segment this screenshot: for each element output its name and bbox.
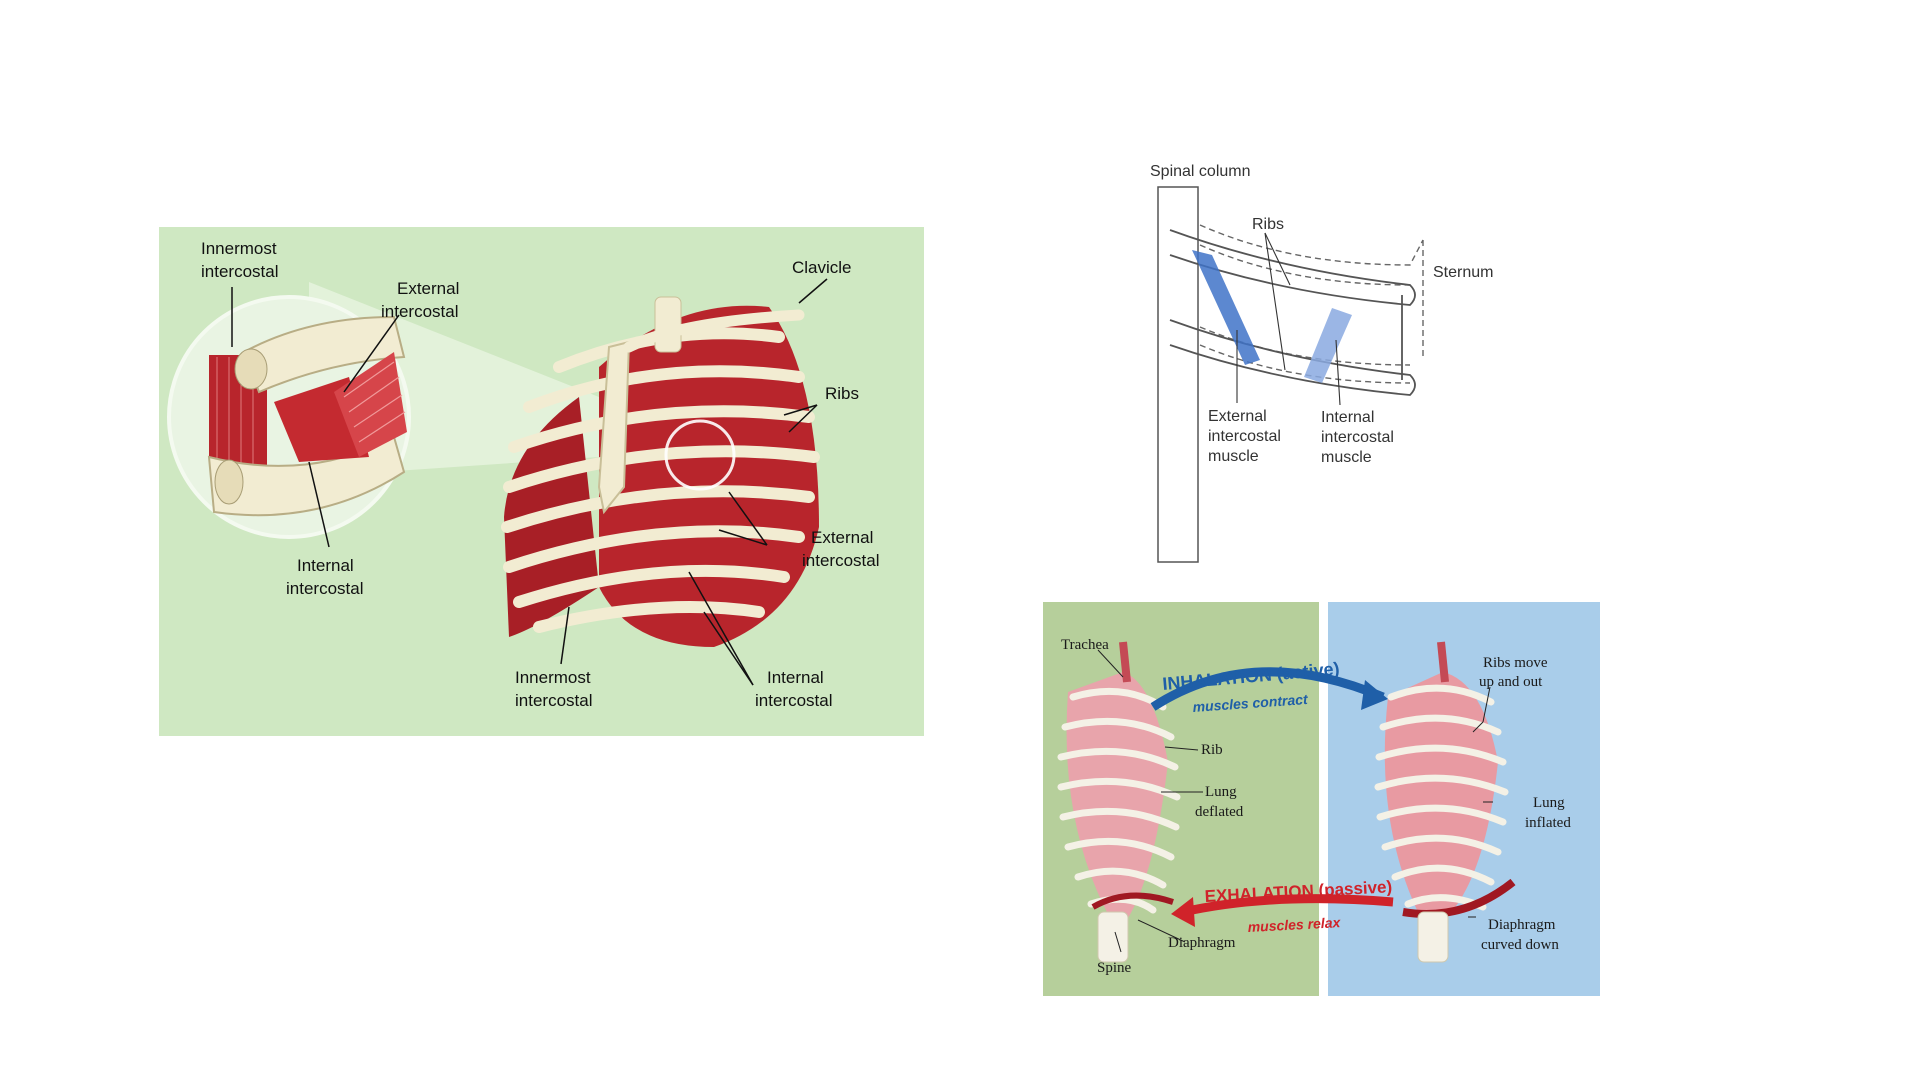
label-internal-right-1: Internal — [767, 668, 824, 687]
label-spine: Spine — [1097, 960, 1132, 976]
ribcage-illustration: Innermost intercostal External intercost… — [159, 227, 924, 736]
inhalation-arrow — [1150, 667, 1385, 711]
exhalation-arrowhead — [1171, 897, 1195, 927]
inset-rib-cross-section — [234, 348, 268, 390]
label-rib: Rib — [1201, 742, 1223, 758]
label-external-3: muscle — [1208, 448, 1259, 465]
label-innermost-bottom-2: intercostal — [515, 691, 592, 710]
label-innermost-inset-2: intercostal — [201, 262, 278, 281]
label-innermost-inset-1: Innermost — [201, 239, 277, 258]
cervical-spine — [654, 296, 682, 353]
breathing-illustration: Trachea INHALATION (active) muscles cont… — [1043, 602, 1600, 996]
inhalation-arrowhead — [1361, 680, 1388, 710]
label-internal-inset-2: intercostal — [286, 579, 363, 598]
inset-upper-rib — [242, 315, 406, 394]
label-clavicle: Clavicle — [792, 258, 852, 277]
inset-external-muscle — [334, 352, 407, 457]
external-intercostal-muscle — [1192, 250, 1260, 365]
label-lung-inflated-2: inflated — [1525, 815, 1571, 831]
leader-lines — [231, 278, 828, 686]
schematic-illustration: Spinal column Ribs Sternum External inte… — [1150, 163, 1493, 563]
zoom-target-circle — [664, 419, 736, 491]
label-lung-deflated-2: deflated — [1195, 804, 1244, 820]
breathing-leader-lines — [1097, 649, 1493, 953]
ribcage-deflated — [1057, 641, 1181, 963]
label-innermost-bottom-1: Innermost — [515, 668, 591, 687]
label-external-right-1: External — [811, 528, 873, 547]
label-internal-3: muscle — [1321, 449, 1372, 466]
label-sternum: Sternum — [1433, 264, 1493, 281]
label-muscles-relax: muscles relax — [1247, 914, 1342, 935]
ribcage-muscle-wall — [599, 305, 819, 647]
label-schematic-ribs: Ribs — [1252, 216, 1284, 233]
label-trachea: Trachea — [1061, 637, 1109, 653]
exhalation-arrow — [1182, 894, 1394, 917]
label-lung-deflated-1: Lung — [1205, 784, 1237, 800]
schematic-leader-lines — [1236, 232, 1341, 406]
label-lung-inflated-1: Lung — [1533, 795, 1565, 811]
label-external-inset-1: External — [397, 279, 459, 298]
inset-rib-cross-section — [214, 459, 244, 505]
label-diaphragm: Diaphragm — [1168, 935, 1236, 951]
label-internal-right-2: intercostal — [755, 691, 832, 710]
label-ribs: Ribs — [825, 384, 859, 403]
ribcage-inflated — [1374, 641, 1516, 963]
label-spinal-column: Spinal column — [1150, 163, 1251, 180]
label-external-2: intercostal — [1208, 428, 1281, 445]
breathing-figure: Trachea INHALATION (active) muscles cont… — [1043, 602, 1600, 996]
label-internal-1: Internal — [1321, 409, 1374, 426]
spinal-column — [1157, 186, 1199, 563]
label-diaphragm-curved-2: curved down — [1481, 937, 1559, 953]
label-external-right-2: intercostal — [802, 551, 879, 570]
solid-ribs — [1169, 229, 1416, 396]
label-internal-inset-1: Internal — [297, 556, 354, 575]
label-external-1: External — [1208, 408, 1267, 425]
clavicle — [623, 309, 805, 353]
label-ribs-move-2: up and out — [1479, 674, 1543, 690]
label-internal-2: intercostal — [1321, 429, 1394, 446]
schematic-figure: Spinal column Ribs Sternum External inte… — [1140, 155, 1520, 565]
ribs-group — [501, 327, 820, 633]
ribcage-figure: Innermost intercostal External intercost… — [159, 227, 924, 736]
dashed-ribs — [1199, 224, 1424, 384]
label-diaphragm-curved-1: Diaphragm — [1488, 917, 1556, 933]
label-ribs-move-1: Ribs move — [1483, 655, 1548, 671]
internal-intercostal-muscle — [1304, 308, 1352, 383]
label-external-inset-2: intercostal — [381, 302, 458, 321]
